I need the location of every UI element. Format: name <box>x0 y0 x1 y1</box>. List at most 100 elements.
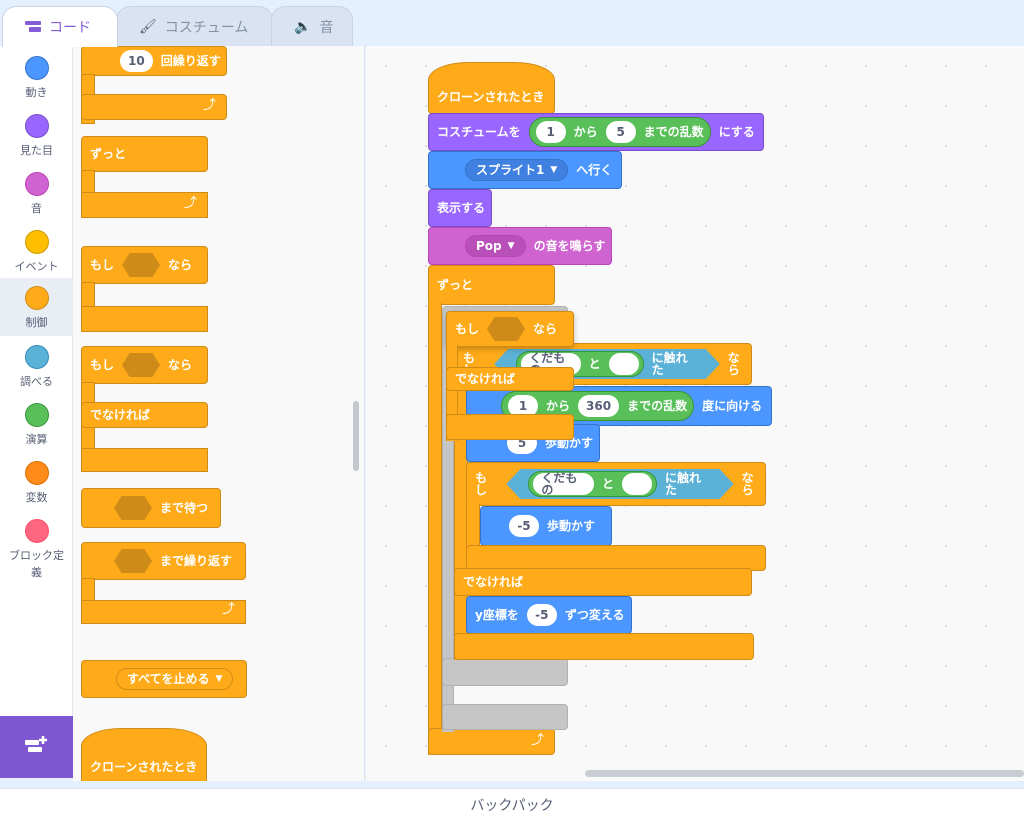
category-variables[interactable]: 変数 <box>0 453 73 511</box>
category-dot <box>24 56 49 80</box>
palette-if-else-block[interactable]: もし なら <box>81 346 208 384</box>
steps-suffix: 歩動かす <box>545 436 594 450</box>
category-label: 動き <box>25 86 48 99</box>
forever-label: ずっと <box>90 147 127 161</box>
then-label: なら <box>168 358 193 372</box>
if-label: もし <box>90 258 115 272</box>
change-y-input[interactable]: -5 <box>526 604 557 626</box>
stop-option-dropdown[interactable]: すべてを止める ▼ <box>116 668 234 690</box>
change-y-block[interactable]: y座標を -5 ずつ変える <box>466 596 632 634</box>
else-row: でなければ <box>454 568 752 596</box>
dragged-if-else-block[interactable]: もし なら <box>446 311 574 347</box>
palette-forever-block[interactable]: ずっと <box>81 136 208 172</box>
palette-stop-block[interactable]: すべてを止める ▼ <box>81 660 247 698</box>
condition-slot[interactable] <box>114 496 152 520</box>
loop-arrow-icon: ⤴ <box>183 196 197 211</box>
random-from-input[interactable]: 1 <box>535 121 566 143</box>
move-steps-block[interactable]: -5 歩動かす <box>480 506 612 546</box>
touching-condition[interactable]: くだもの と に触れた <box>506 469 733 499</box>
palette-scrollbar[interactable] <box>353 401 359 471</box>
random-from-input[interactable]: 1 <box>508 395 538 417</box>
loop-arrow-icon: ⤴ <box>221 602 235 617</box>
touching-suffix: に触れた <box>664 471 701 497</box>
condition-slot[interactable] <box>487 317 526 341</box>
else-label: でなければ <box>463 575 524 589</box>
tab-costumes-label: コスチューム <box>164 19 249 36</box>
category-label: イベント <box>14 260 59 273</box>
change-y-prefix: y座標を <box>475 608 519 622</box>
drop-preview-else <box>442 658 568 686</box>
palette-repeat-until-foot: ⤴ <box>81 600 246 624</box>
condition-slot[interactable] <box>114 549 152 573</box>
go-to-target-dropdown[interactable]: スプライト1 ▼ <box>465 159 569 181</box>
code-icon <box>25 21 41 33</box>
join-b-input[interactable] <box>622 473 652 495</box>
category-dot <box>24 172 49 196</box>
category-dot <box>24 230 49 254</box>
direction-suffix: 度に向ける <box>702 399 763 413</box>
category-sound[interactable]: 音 <box>0 164 73 222</box>
switch-costume-block[interactable]: コスチュームを 1 から 5 までの乱数 にする <box>428 113 764 151</box>
category-dot <box>24 286 49 310</box>
workspace-scrollbar[interactable] <box>585 770 1024 777</box>
add-extension-button[interactable] <box>0 716 73 778</box>
go-to-suffix: へ行く <box>576 163 613 177</box>
category-operators[interactable]: 演算 <box>0 395 73 453</box>
show-label: 表示する <box>437 201 486 215</box>
palette-forever-foot: ⤴ <box>81 192 208 218</box>
tab-code[interactable]: コード <box>2 6 118 47</box>
palette-clone-hat-block[interactable]: クローンされたとき <box>81 728 207 781</box>
chevron-down-icon: ▼ <box>550 164 558 175</box>
costume-suffix: にする <box>718 125 755 139</box>
stop-option-label: すべてを止める <box>127 672 210 686</box>
tab-costumes[interactable]: 🖌 コスチューム <box>116 6 273 46</box>
palette-repeat-foot: ⤴ <box>81 94 227 120</box>
category-dot <box>24 114 49 138</box>
clone-hat-block[interactable]: クローンされたとき <box>428 62 555 114</box>
touching-suffix: に触れた <box>651 351 688 377</box>
if-block[interactable]: もし くだもの と に触れた なら <box>466 462 766 506</box>
then-label: なら <box>168 258 193 272</box>
random-to-input[interactable]: 5 <box>605 121 636 143</box>
repeat-count-input[interactable]: 10 <box>120 50 153 72</box>
loop-arrow-icon: ⤴ <box>202 98 216 113</box>
backpack[interactable]: バックパック <box>0 788 1024 824</box>
category-label: ブロック定義 <box>9 549 64 579</box>
palette-wait-until-block[interactable]: まで待つ <box>81 488 221 528</box>
tab-sounds[interactable]: 🔈 音 <box>271 6 353 46</box>
go-to-block[interactable]: スプライト1 ▼ へ行く <box>428 151 622 189</box>
random-kara: から <box>573 125 598 139</box>
clone-hat-label: クローンされたとき <box>90 760 198 774</box>
steps-input[interactable]: -5 <box>509 515 539 537</box>
random-operator[interactable]: 1 から 5 までの乱数 <box>528 117 711 147</box>
random-to-input[interactable]: 360 <box>578 395 620 417</box>
join-to: と <box>588 357 601 371</box>
condition-slot[interactable] <box>122 253 161 277</box>
repeat-until-label: まで繰り返す <box>160 554 233 568</box>
join-a-input[interactable]: くだもの <box>533 473 594 495</box>
palette-repeat-block[interactable]: 10 回繰り返す <box>81 46 227 76</box>
category-looks[interactable]: 見た目 <box>0 106 73 164</box>
palette-if-block[interactable]: もし なら <box>81 246 208 284</box>
category-sensing[interactable]: 調べる <box>0 337 73 395</box>
category-control[interactable]: 制御 <box>0 278 73 336</box>
category-events[interactable]: イベント <box>0 222 73 280</box>
sound-dropdown[interactable]: Pop ▼ <box>465 235 526 257</box>
sound-name: Pop <box>476 239 502 253</box>
condition-slot[interactable] <box>122 353 161 377</box>
category-dot <box>24 461 49 485</box>
join-operator[interactable]: くだもの と <box>528 471 657 497</box>
change-y-suffix: ずつ変える <box>564 608 625 622</box>
forever-block[interactable]: ずっと <box>428 265 555 305</box>
category-my-blocks[interactable]: ブロック定義 <box>0 511 73 581</box>
category-motion[interactable]: 動き <box>0 48 73 106</box>
palette-repeat-until-block[interactable]: まで繰り返す <box>81 542 246 580</box>
join-b-input[interactable] <box>609 353 639 375</box>
join-to: と <box>601 477 614 491</box>
category-label: 調べる <box>20 375 53 388</box>
if-label: もし <box>455 322 480 336</box>
show-block[interactable]: 表示する <box>428 189 492 227</box>
clone-hat-label: クローンされたとき <box>437 90 545 104</box>
script-workspace[interactable]: クローンされたとき コスチュームを 1 から 5 までの乱数 にする スプライト… <box>366 46 1024 781</box>
start-sound-block[interactable]: Pop ▼ の音を鳴らす <box>428 227 612 265</box>
